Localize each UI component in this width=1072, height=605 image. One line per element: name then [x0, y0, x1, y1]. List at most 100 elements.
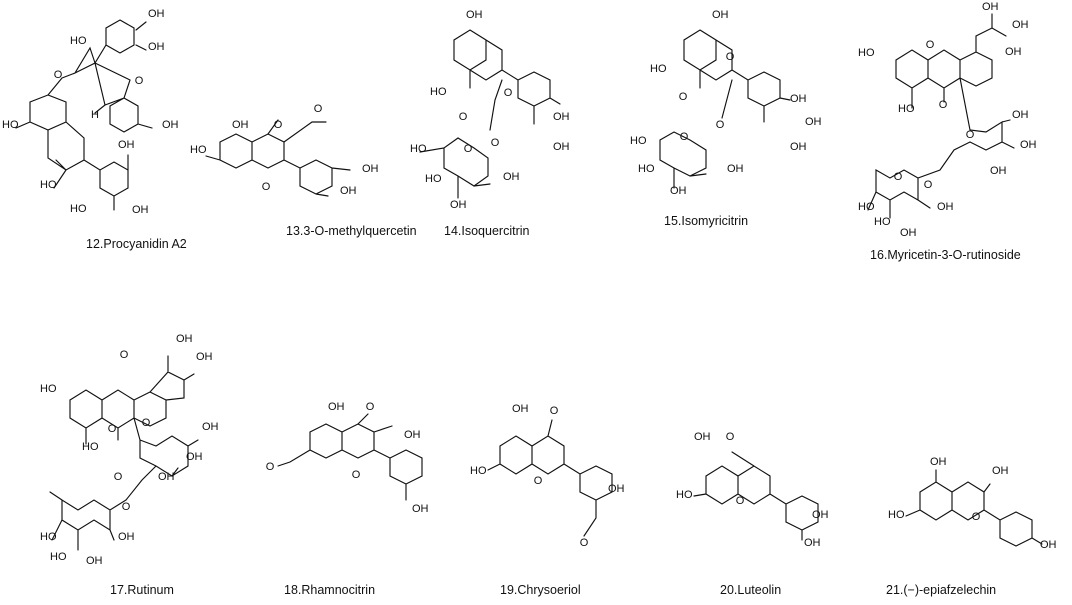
atom-label-hydroxyl: OH [790, 141, 807, 153]
atom-label-oxygen: O [120, 349, 129, 361]
atom-label-oxygen: O [726, 51, 735, 63]
atom-label-hydroxyl_left: HO [40, 531, 57, 543]
atom-label-hydroxyl: OH [118, 139, 135, 151]
atom-label-hydroxyl: OH [712, 9, 729, 21]
atom-label-oxygen: O [122, 501, 131, 513]
atom-label-hydroxyl: OH [340, 185, 357, 197]
atom-label-oxygen: O [142, 417, 151, 429]
atom-label-oxygen: O [894, 171, 903, 183]
caption-15: 15.Isomyricitrin [664, 214, 748, 228]
atom-label-hydroxyl: OH [158, 471, 175, 483]
caption-18: 18.Rhamnocitrin [284, 583, 375, 597]
atom-label-oxygen: O [135, 75, 144, 87]
atom-label-hydroxyl: OH [232, 119, 249, 131]
atom-label-hydroxyl_left: HO [650, 63, 667, 75]
atom-label-oxygen: O [924, 179, 933, 191]
atom-label-hydroxyl: OH [804, 537, 821, 549]
caption-12: 12.Procyanidin A2 [86, 237, 187, 251]
atom-label-hydroxyl: OH [148, 8, 165, 20]
atom-label-oxygen: O [262, 181, 271, 193]
atom-label-hydroxyl: OH [1005, 46, 1022, 58]
atom-label-hydroxyl: OH [328, 401, 345, 413]
atom-label-hydroxyl: OH [608, 483, 625, 495]
atom-label-oxygen: O [464, 143, 473, 155]
atom-label-hydroxyl: OH [412, 503, 429, 515]
atom-label-oxygen: O [266, 461, 275, 473]
atom-label-hydroxyl: OH [805, 116, 822, 128]
atom-label-hydroxyl: OH [812, 509, 829, 521]
atom-label-hydroxyl_left: HO [50, 551, 67, 563]
atom-label-oxygen: O [679, 91, 688, 103]
atom-label-hydroxyl: OH [930, 456, 947, 468]
atom-label-oxygen: O [966, 129, 975, 141]
atom-label-hydroxyl: OH [186, 451, 203, 463]
atom-label-hydroxyl: OH [450, 199, 467, 211]
atom-label-oxygen: O [680, 131, 689, 143]
atom-label-oxygen: O [926, 39, 935, 51]
atom-label-hydroxyl: OH [162, 119, 179, 131]
atom-label-hydroxyl: OH [512, 403, 529, 415]
atom-label-hydroxyl_left: HO [638, 163, 655, 175]
atom-label-hydroxyl_left: HO [630, 135, 647, 147]
atom-label-oxygen: O [459, 111, 468, 123]
atom-label-hydroxyl_left: HO [470, 465, 487, 477]
atom-label-hydroxyl: OH [670, 185, 687, 197]
atom-label-oxygen: O [716, 119, 725, 131]
atom-label-hydroxyl: OH [900, 227, 917, 239]
atom-label-oxygen: O [580, 537, 589, 549]
atom-label-hydroxyl: OH [553, 141, 570, 153]
atom-label-hydroxyl: OH [1012, 109, 1029, 121]
atom-label-hydroxyl_left: HO [430, 86, 447, 98]
atom-label-hydroxyl: OH [503, 171, 520, 183]
atom-label-hydroxyl: OH [196, 351, 213, 363]
caption-21: 21.(−)-epiafzelechin [886, 583, 996, 597]
atom-label-hydroxyl: OH [362, 163, 379, 175]
atom-label-hydroxyl_left: HO [676, 489, 693, 501]
caption-19: 19.Chrysoeriol [500, 583, 581, 597]
atom-label-hydroxyl: OH [553, 111, 570, 123]
caption-16: 16.Myricetin-3-O-rutinoside [870, 248, 1021, 262]
atom-label-oxygen: O [504, 87, 513, 99]
atom-label-hydroxyl_left: HO [2, 119, 19, 131]
atom-label-oxygen: O [114, 471, 123, 483]
atom-label-oxygen: O [726, 431, 735, 443]
atom-label-hydroxyl_left: HO [874, 216, 891, 228]
atom-label-hydroxyl: OH [1012, 19, 1029, 31]
atom-label-hydroxyl_left: HO [888, 509, 905, 521]
atom-label-hydroxyl_left: HO [40, 383, 57, 395]
atom-label-hydroxyl: OH [982, 1, 999, 13]
caption-14: 14.Isoquercitrin [444, 224, 530, 238]
atom-label-hydroxyl_left: HO [410, 143, 427, 155]
atom-label-hydroxyl: OH [466, 9, 483, 21]
atom-label-oxygen: O [550, 405, 559, 417]
atom-label-hydroxyl_left: HO [190, 144, 207, 156]
atom-label-hydroxyl: OH [990, 165, 1007, 177]
caption-17: 17.Rutinum [110, 583, 174, 597]
atom-label-hydroxyl_left: HO [898, 103, 915, 115]
atom-label-oxygen: O [352, 469, 361, 481]
atom-label-hydroxyl: OH [1020, 139, 1037, 151]
atom-label-hydroxyl_left: HO [70, 203, 87, 215]
atom-label-hydroxyl: OH [86, 555, 103, 567]
atom-label-hydroxyl: OH [992, 465, 1009, 477]
atom-label-hydroxyl_left: HO [425, 173, 442, 185]
atom-label-hydroxyl_left: HO [858, 201, 875, 213]
atom-label-hydroxyl_left: HO [82, 441, 99, 453]
atom-label-oxygen: O [939, 99, 948, 111]
atom-label-hydroxyl_left: HO [70, 35, 87, 47]
atom-label-hydroxyl: OH [404, 429, 421, 441]
atom-label-hydroxyl: OH [937, 201, 954, 213]
atom-label-hydroxyl: OH [132, 204, 149, 216]
atom-label-oxygen: O [736, 495, 745, 507]
atom-label-oxygen: O [366, 401, 375, 413]
caption-20: 20.Luteolin [720, 583, 781, 597]
atom-label-oxygen: O [314, 103, 323, 115]
atom-label-hydroxyl_left: HO [40, 179, 57, 191]
atom-label-oxygen: O [274, 119, 283, 131]
